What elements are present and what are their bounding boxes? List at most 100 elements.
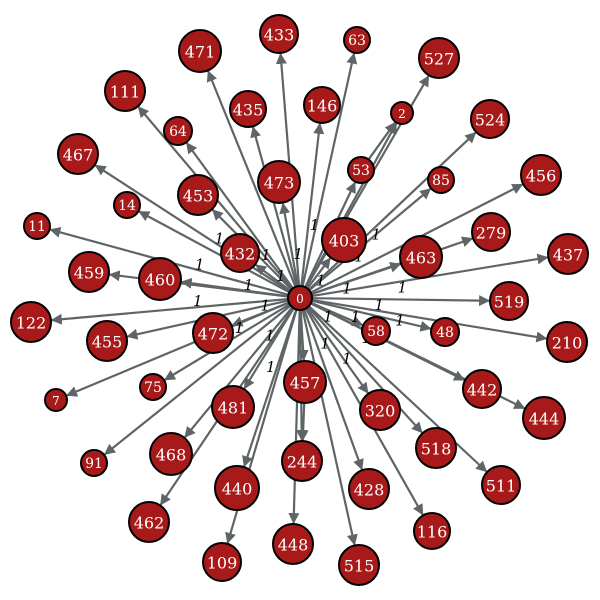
node-label-48: 48: [436, 325, 454, 341]
node-label-244: 244: [287, 453, 318, 472]
edge-0-279: [310, 236, 474, 296]
node-circle-14: [113, 191, 141, 219]
node-455: 455: [86, 320, 128, 362]
node-label-463: 463: [406, 249, 437, 268]
edge-0-91: [104, 304, 292, 456]
node-circle-63: [343, 26, 371, 54]
node-label-455: 455: [92, 333, 123, 352]
node-63: 63: [343, 26, 371, 54]
edge-0-146: [300, 122, 325, 287]
node-circle-64: [163, 116, 193, 146]
node-circle-527: [418, 37, 460, 79]
node-circle-455: [86, 320, 128, 362]
node-circle-7: [44, 388, 68, 412]
node-circle-448: [272, 523, 314, 565]
node-circle-0: [287, 285, 313, 311]
node-label-472: 472: [198, 325, 229, 344]
node-circle-48: [430, 317, 460, 347]
node-circle-432: [220, 233, 260, 273]
node-label-473: 473: [264, 174, 295, 193]
node-circle-515: [338, 544, 380, 586]
edge-label-0-518: 1: [342, 350, 352, 368]
node-label-53: 53: [352, 163, 370, 179]
edge-0-440: [242, 309, 298, 468]
node-label-428: 428: [354, 481, 385, 500]
edge-label-0-75: 1: [234, 319, 244, 337]
node-label-524: 524: [475, 111, 506, 130]
node-circle-457: [283, 360, 327, 404]
edge-53-2: [367, 121, 396, 161]
node-label-7: 7: [52, 394, 60, 408]
node-circle-437: [547, 233, 589, 275]
edge-0-428: [303, 308, 364, 471]
node-label-432: 432: [225, 245, 256, 264]
node-circle-2: [390, 101, 414, 125]
node-label-459: 459: [74, 264, 105, 283]
node-label-448: 448: [278, 536, 309, 555]
node-462: 462: [128, 501, 170, 543]
node-244: 244: [281, 440, 323, 482]
node-53: 53: [347, 156, 375, 184]
edge-0-524: [307, 131, 477, 291]
edge-0-515: [301, 309, 358, 546]
node-label-210: 210: [552, 334, 583, 353]
node-11: 11: [23, 212, 51, 240]
edge-0-48: [311, 299, 432, 332]
edge-0-460: [180, 277, 289, 298]
node-label-320: 320: [365, 402, 396, 421]
node-label-279: 279: [476, 224, 507, 243]
node-518: 518: [415, 427, 457, 469]
edge-layer: [49, 52, 549, 546]
edge-0-432: [255, 264, 292, 292]
node-515: 515: [338, 544, 380, 586]
node-circle-471: [178, 29, 222, 73]
node-circle-58: [361, 316, 391, 346]
node-label-515: 515: [344, 557, 375, 576]
edge-label-0-463: 1: [342, 279, 352, 297]
edge-457-244: [297, 402, 309, 442]
node-circle-146: [303, 86, 341, 124]
node-456: 456: [520, 154, 562, 196]
node-circle-518: [415, 427, 457, 469]
edge-0-468: [184, 306, 294, 438]
node-111: 111: [104, 70, 146, 112]
node-75: 75: [139, 373, 167, 401]
node-label-109: 109: [207, 554, 238, 573]
node-437: 437: [547, 233, 589, 275]
node-label-91: 91: [85, 456, 103, 472]
edge-label-0-440: 1: [266, 358, 276, 376]
node-524: 524: [470, 99, 510, 139]
node-circle-116: [413, 512, 451, 550]
node-label-460: 460: [145, 271, 176, 290]
node-label-403: 403: [329, 232, 360, 251]
node-442: 442: [462, 369, 502, 409]
node-label-440: 440: [222, 480, 253, 499]
node-label-111: 111: [110, 83, 141, 102]
node-label-442: 442: [467, 381, 498, 400]
edge-0-511: [308, 305, 488, 473]
node-511: 511: [481, 465, 521, 505]
edge-0-473: [279, 202, 299, 287]
node-2: 2: [390, 101, 414, 125]
node-circle-467: [57, 133, 99, 175]
node-label-63: 63: [348, 33, 366, 49]
node-label-64: 64: [169, 124, 187, 140]
node-7: 7: [44, 388, 68, 412]
node-circle-463: [399, 235, 443, 279]
node-circle-442: [462, 369, 502, 409]
node-circle-75: [139, 373, 167, 401]
node-circle-111: [104, 70, 146, 112]
node-448: 448: [272, 523, 314, 565]
node-label-471: 471: [185, 43, 216, 62]
node-440: 440: [214, 465, 260, 511]
node-circle-428: [348, 468, 390, 510]
node-146: 146: [303, 86, 341, 124]
edge-label-0-210: 1: [395, 312, 405, 330]
node-circle-11: [23, 212, 51, 240]
edge-label-0-519: 1: [374, 296, 384, 314]
node-471: 471: [178, 29, 222, 73]
node-472: 472: [192, 312, 234, 354]
node-122: 122: [10, 301, 52, 343]
node-label-116: 116: [417, 523, 448, 542]
